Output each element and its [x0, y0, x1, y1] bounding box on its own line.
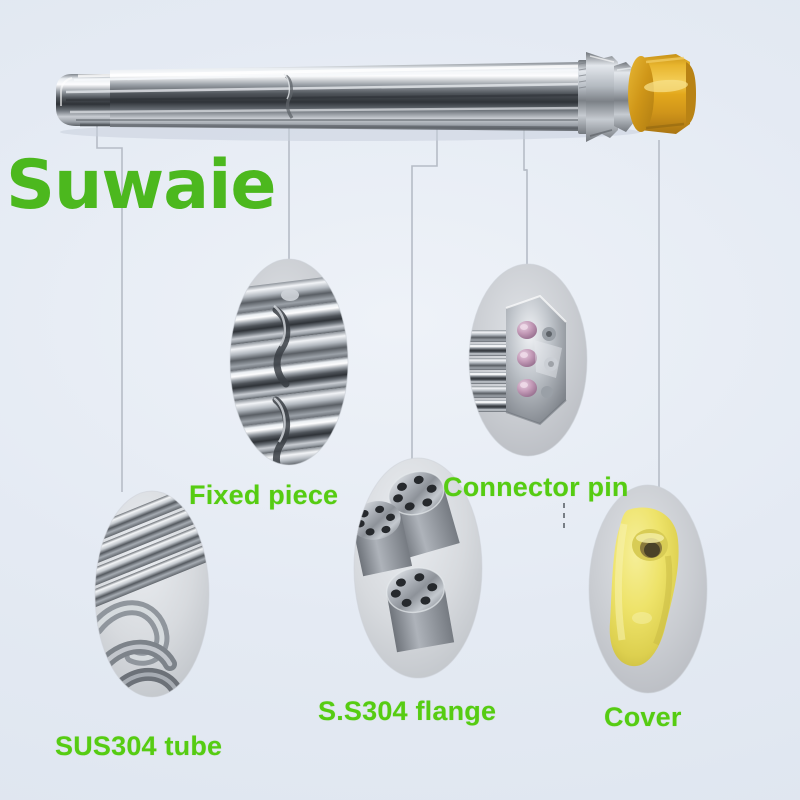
callout-fixed-piece — [229, 258, 349, 466]
leader-ss304-flange — [411, 112, 438, 462]
flange-disc-c — [385, 567, 455, 653]
flange-disc-a — [388, 470, 460, 559]
callout-cover — [588, 484, 708, 694]
heater-tube-bundle — [56, 62, 586, 131]
callout-label-sus304-tube: SUS304 tube — [55, 731, 223, 761]
leader-sus304-tube — [96, 120, 123, 492]
callout-sus304-tube — [94, 490, 210, 698]
fixed-piece-on-product — [283, 73, 294, 119]
callout-connector-pin — [468, 263, 588, 457]
brand-logo: Suwaie — [6, 146, 277, 225]
callout-ss304-flange — [353, 457, 483, 679]
flange-disc-b — [354, 501, 413, 577]
product-cover-cap — [628, 54, 696, 134]
callout-label-ss304-flange: S.S304 flange — [318, 696, 497, 726]
callout-label-fixed-piece: Fixed piece — [189, 480, 339, 510]
product-assembly — [56, 52, 696, 142]
callout-label-cover: Cover — [604, 702, 682, 732]
callout-label-connector-pin: Connector pin — [443, 472, 629, 502]
leader-connector-pin — [523, 128, 528, 266]
